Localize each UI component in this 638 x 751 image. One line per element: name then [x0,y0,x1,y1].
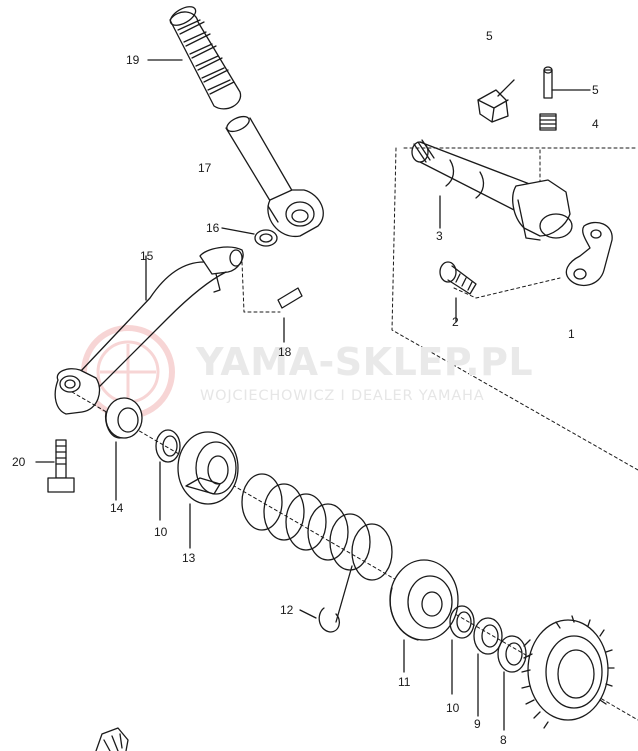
seal-14-part [104,397,143,439]
circlip-10-right-part [449,605,475,639]
kick-shaft-part [411,139,573,241]
callout-17: 17 [198,161,212,175]
callout-8: 8 [500,733,507,747]
callout-16: 16 [206,221,220,235]
watermark-title: YAMA-SKLEP.PL [196,340,534,384]
callout-1: 1 [568,327,575,341]
callout-4: 4 [592,117,599,131]
callout-10-left: 10 [154,525,168,539]
callout-18: 18 [278,345,292,359]
callout-9: 9 [474,717,481,731]
washer-16-part [254,229,278,247]
spring-guide-11-part [389,559,459,641]
bolt-2-part [439,261,477,295]
callout-5-right: 5 [592,83,599,97]
ratchet-13-part [177,431,239,505]
kick-spring-12-part [241,473,393,633]
callout-2: 2 [452,315,459,329]
callout-15: 15 [140,249,154,263]
pawl-part [477,89,509,123]
washer-8-part [497,635,527,673]
kick-crank-part [225,115,324,237]
callout-11: 11 [398,675,411,689]
callout-5-top: 5 [486,29,493,43]
callout-12: 12 [280,603,294,617]
pin-18-part [277,287,303,309]
callout-13: 13 [182,551,196,565]
watermark-subtitle: WOJCIECHOWICZ I DEALER YAMAHA [200,388,485,404]
kick-gear-part [521,615,615,729]
stopper-plate-part [565,221,613,287]
callout-20: 20 [12,455,26,469]
kick-lever-part [54,246,244,415]
circlip-10-left-part [155,429,181,463]
callout-3: 3 [436,229,443,243]
callout-10-right: 10 [446,701,460,715]
bolt-20-part [47,439,75,493]
callout-19: 19 [126,53,140,67]
kick-grip-part [169,6,242,110]
partial-part-bottom-left [95,727,129,751]
pin-5-part [543,66,553,99]
washer-9-part [473,617,503,655]
callout-14: 14 [110,501,124,515]
spring-4-part [539,113,557,131]
